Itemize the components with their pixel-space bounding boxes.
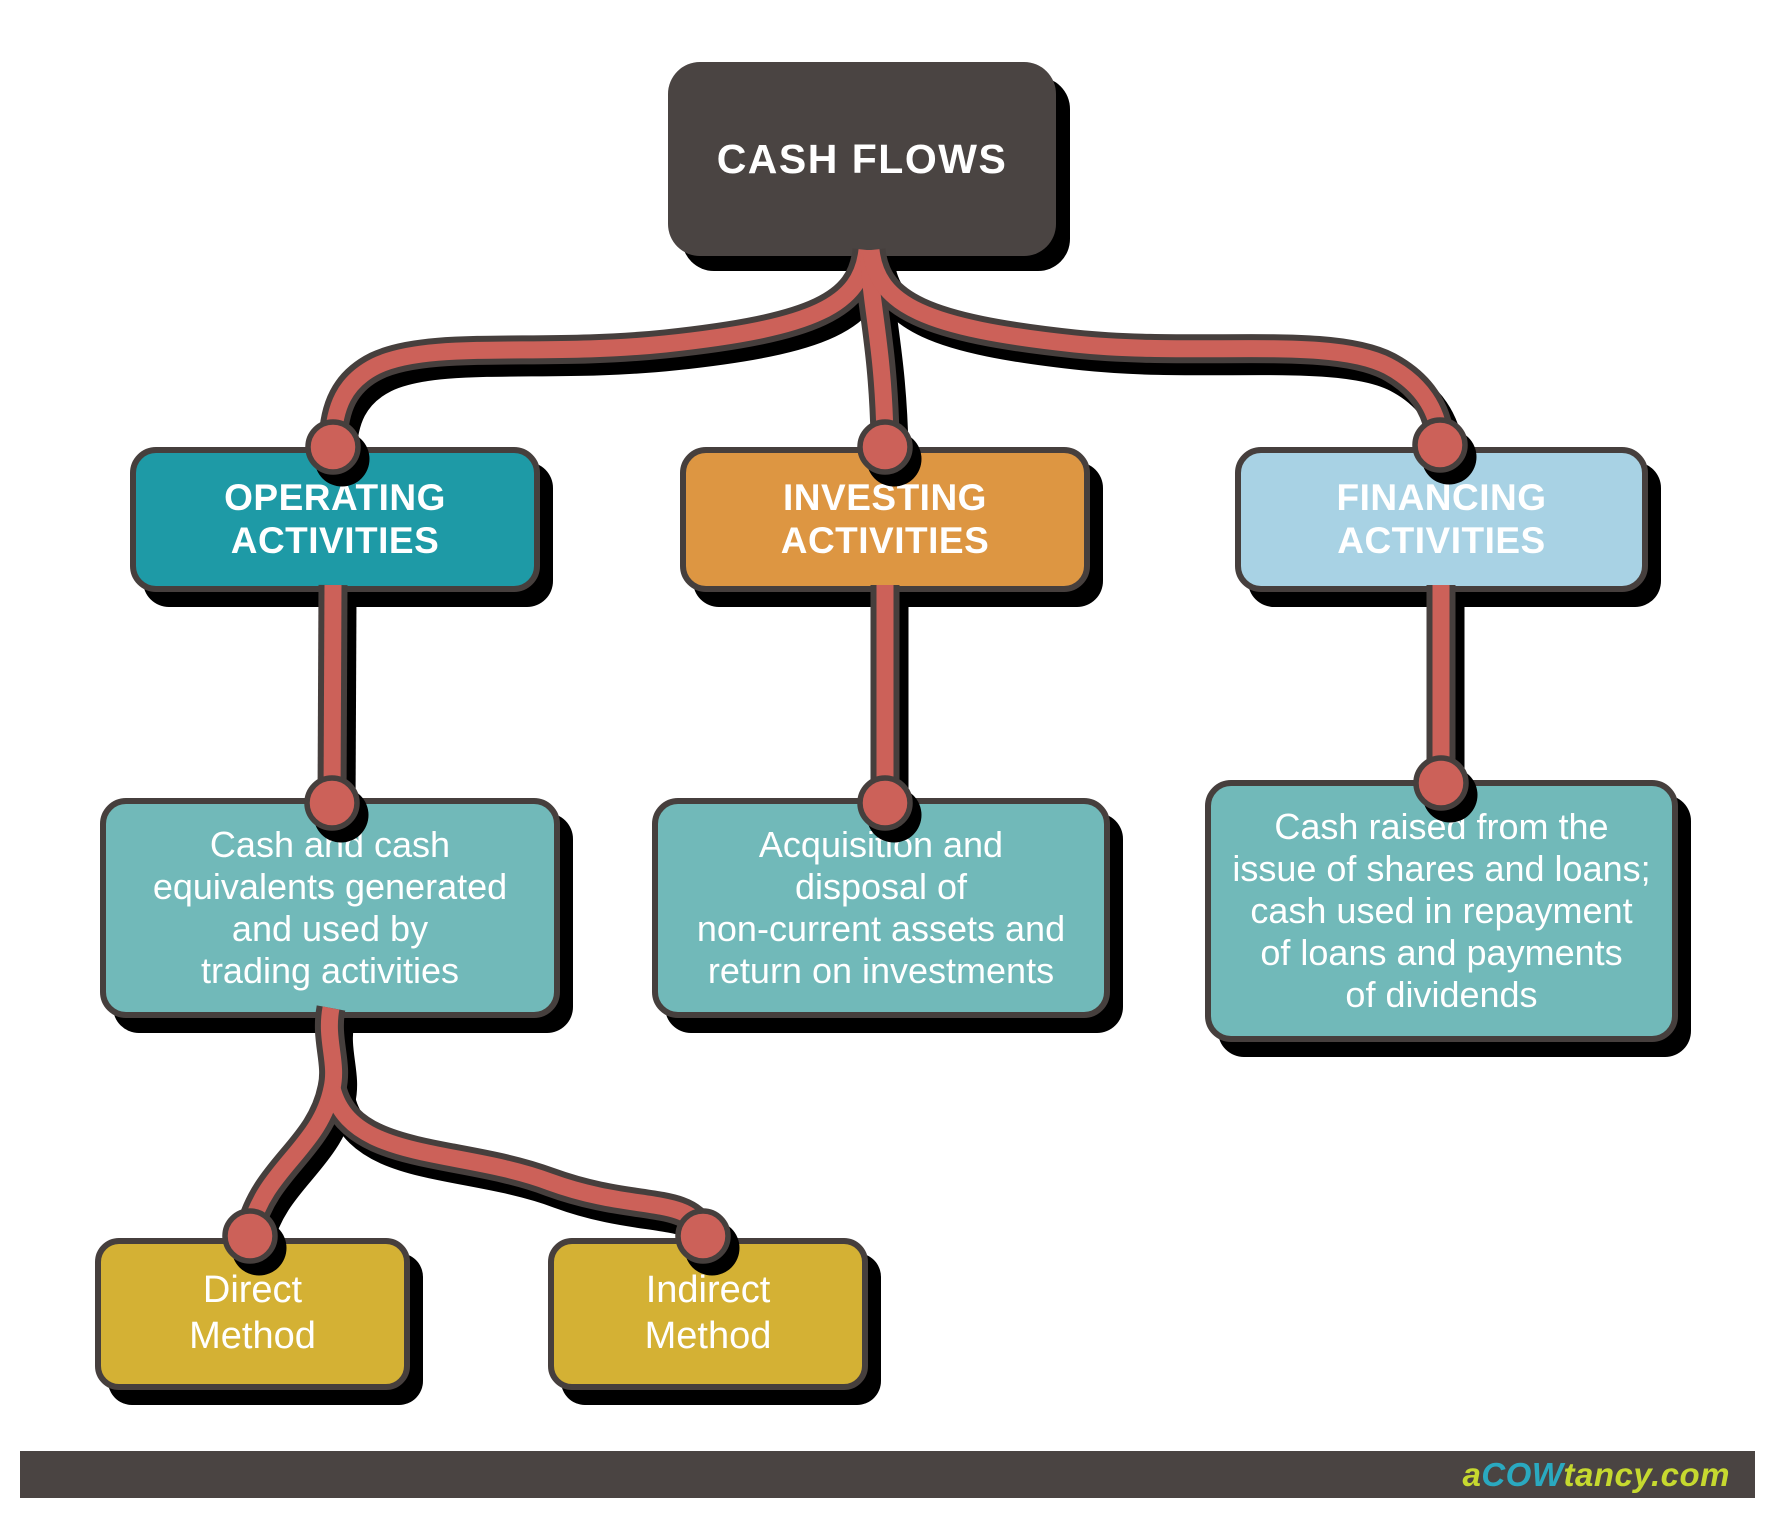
footer-bar: aCOWtancy.com <box>20 1451 1755 1498</box>
investing-description-text: Acquisition and disposal of non-current … <box>696 823 1066 992</box>
brand-mid: COW <box>1481 1455 1564 1493</box>
node-financing-activities-label: FINANCING ACTIVITIES <box>1336 477 1547 561</box>
node-operating-activities-label: OPERATING ACTIVITIES <box>224 477 446 561</box>
brand-suffix: tancy.com <box>1563 1455 1730 1493</box>
node-cash-flows: CASH FLOWS <box>668 62 1056 256</box>
operating-description-text: Cash and cash equivalents generated and … <box>152 823 508 992</box>
brand-logo: aCOWtancy.com <box>1462 1456 1730 1494</box>
brand-prefix: a <box>1462 1455 1482 1493</box>
connector-shadows <box>231 259 1478 1276</box>
connector-outlines <box>235 247 1456 1238</box>
connector-fills <box>241 248 1450 1235</box>
node-investing-activities-label: INVESTING ACTIVITIES <box>780 477 990 561</box>
direct-method-label: Direct Method <box>189 1269 316 1357</box>
node-financing-description: Cash raised from the issue of shares and… <box>1205 780 1678 1042</box>
node-financing-activities: FINANCING ACTIVITIES <box>1235 447 1648 592</box>
node-investing-activities: INVESTING ACTIVITIES <box>680 447 1090 592</box>
node-direct-method: Direct Method <box>95 1238 410 1390</box>
node-operating-activities: OPERATING ACTIVITIES <box>130 447 540 592</box>
node-cash-flows-label: CASH FLOWS <box>716 135 1008 182</box>
node-operating-description: Cash and cash equivalents generated and … <box>100 798 560 1018</box>
node-investing-description: Acquisition and disposal of non-current … <box>652 798 1110 1018</box>
indirect-method-label: Indirect Method <box>644 1269 772 1357</box>
node-indirect-method: Indirect Method <box>548 1238 868 1390</box>
financing-description-text: Cash raised from the issue of shares and… <box>1232 805 1651 1016</box>
